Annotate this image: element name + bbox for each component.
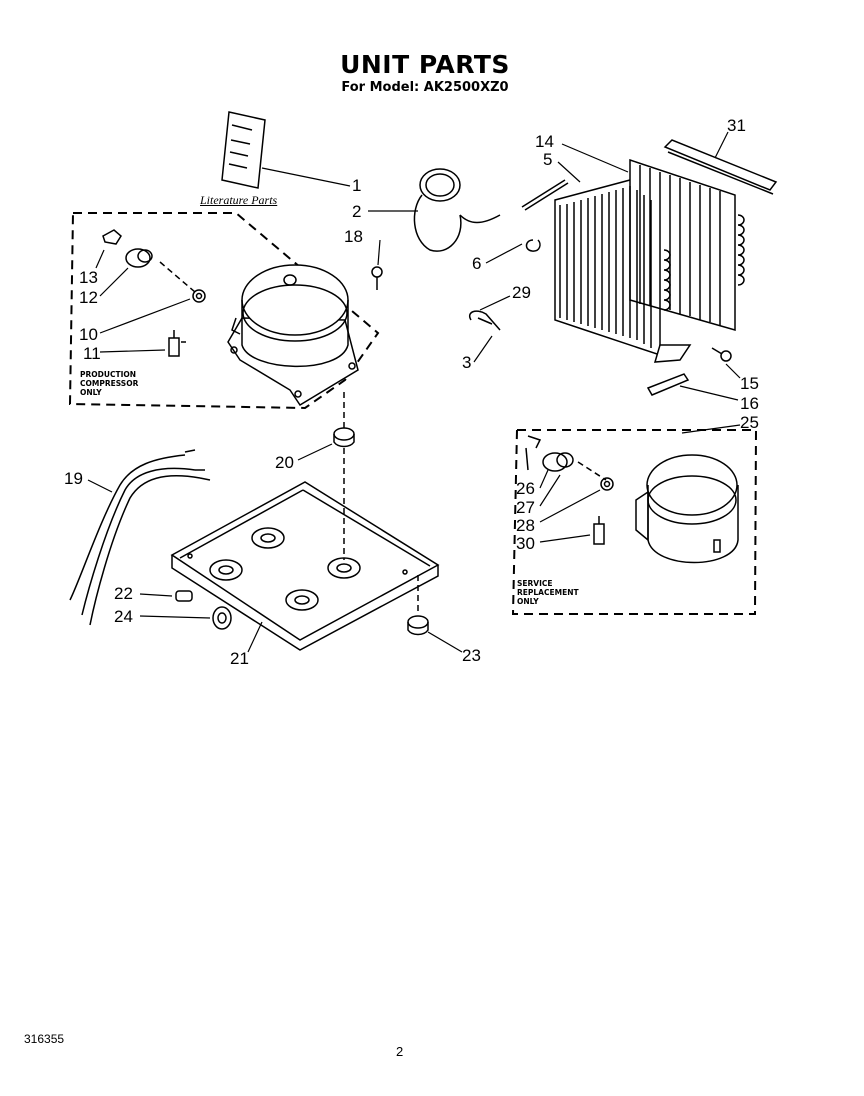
callout-28: 28	[516, 516, 535, 535]
service-replacement-box	[511, 429, 758, 615]
callout-19: 19	[64, 469, 83, 488]
callout-30: 30	[516, 534, 535, 553]
overload-26	[525, 435, 542, 471]
callout-24: 24	[114, 607, 133, 626]
strip-16	[646, 373, 690, 396]
callout-20: 20	[275, 453, 294, 472]
terminal-30	[593, 516, 605, 545]
overload-protector-13	[102, 229, 122, 245]
callout-25: 25	[740, 413, 759, 432]
foot-23	[407, 615, 429, 636]
note-line: COMPRESSOR	[80, 379, 139, 388]
callout-3: 3	[462, 353, 472, 372]
wire-harness-19	[69, 449, 211, 626]
literature-parts-label: Literature Parts	[200, 193, 278, 207]
callout-2: 2	[352, 202, 362, 221]
relay-12	[125, 248, 153, 268]
relay-27	[542, 452, 574, 472]
callout-21: 21	[230, 649, 249, 668]
tubing-coil	[413, 168, 501, 252]
screw-18	[371, 266, 383, 290]
callout-1: 1	[352, 176, 362, 195]
grommet-10	[192, 289, 206, 303]
page-number: 2	[396, 1044, 404, 1059]
sleeve-22	[175, 590, 193, 602]
page-title: UNIT PARTS	[340, 50, 510, 79]
callout-14: 14	[535, 132, 554, 151]
callout-22: 22	[114, 584, 133, 603]
shroud-strip-31	[663, 139, 778, 195]
callout-31: 31	[727, 116, 746, 135]
mount-20	[333, 427, 355, 448]
production-compressor-note: PRODUCTION COMPRESSOR ONLY	[80, 370, 138, 397]
leader-lines	[87, 131, 741, 653]
model-subtitle: For Model: AK2500XZ0	[341, 80, 509, 95]
callout-23: 23	[462, 646, 481, 665]
condenser-coil	[554, 158, 745, 363]
callout-12: 12	[79, 288, 98, 307]
callout-26: 26	[516, 479, 535, 498]
tube-5	[521, 179, 569, 211]
callout-10: 10	[79, 325, 98, 344]
grommet-28	[600, 477, 614, 491]
service-replacement-note: SERVICE REPLACEMENT ONLY	[517, 579, 579, 606]
callout-27: 27	[516, 498, 535, 517]
document-number: 316355	[24, 1032, 65, 1046]
terminal-11	[168, 330, 186, 357]
note-line: REPLACEMENT	[517, 588, 579, 597]
bracket-29	[469, 310, 501, 331]
callout-18: 18	[344, 227, 363, 246]
note-line: PRODUCTION	[80, 370, 137, 379]
callout-13: 13	[79, 268, 98, 287]
production-compressor-box	[68, 212, 380, 410]
clip-6	[525, 239, 541, 252]
callout-16: 16	[740, 394, 759, 413]
note-line: ONLY	[517, 597, 539, 606]
callout-5: 5	[543, 150, 553, 169]
note-line: ONLY	[80, 388, 102, 397]
screw-15	[711, 347, 732, 362]
callout-6: 6	[472, 254, 482, 273]
callout-15: 15	[740, 374, 759, 393]
production-compressor	[227, 264, 359, 407]
service-compressor	[635, 454, 739, 564]
callout-11: 11	[83, 344, 101, 363]
literature-booklet	[221, 111, 266, 189]
note-line: SERVICE	[517, 579, 553, 588]
grommet-24	[212, 606, 232, 630]
callout-29: 29	[512, 283, 531, 302]
base-pan-21	[170, 481, 440, 651]
